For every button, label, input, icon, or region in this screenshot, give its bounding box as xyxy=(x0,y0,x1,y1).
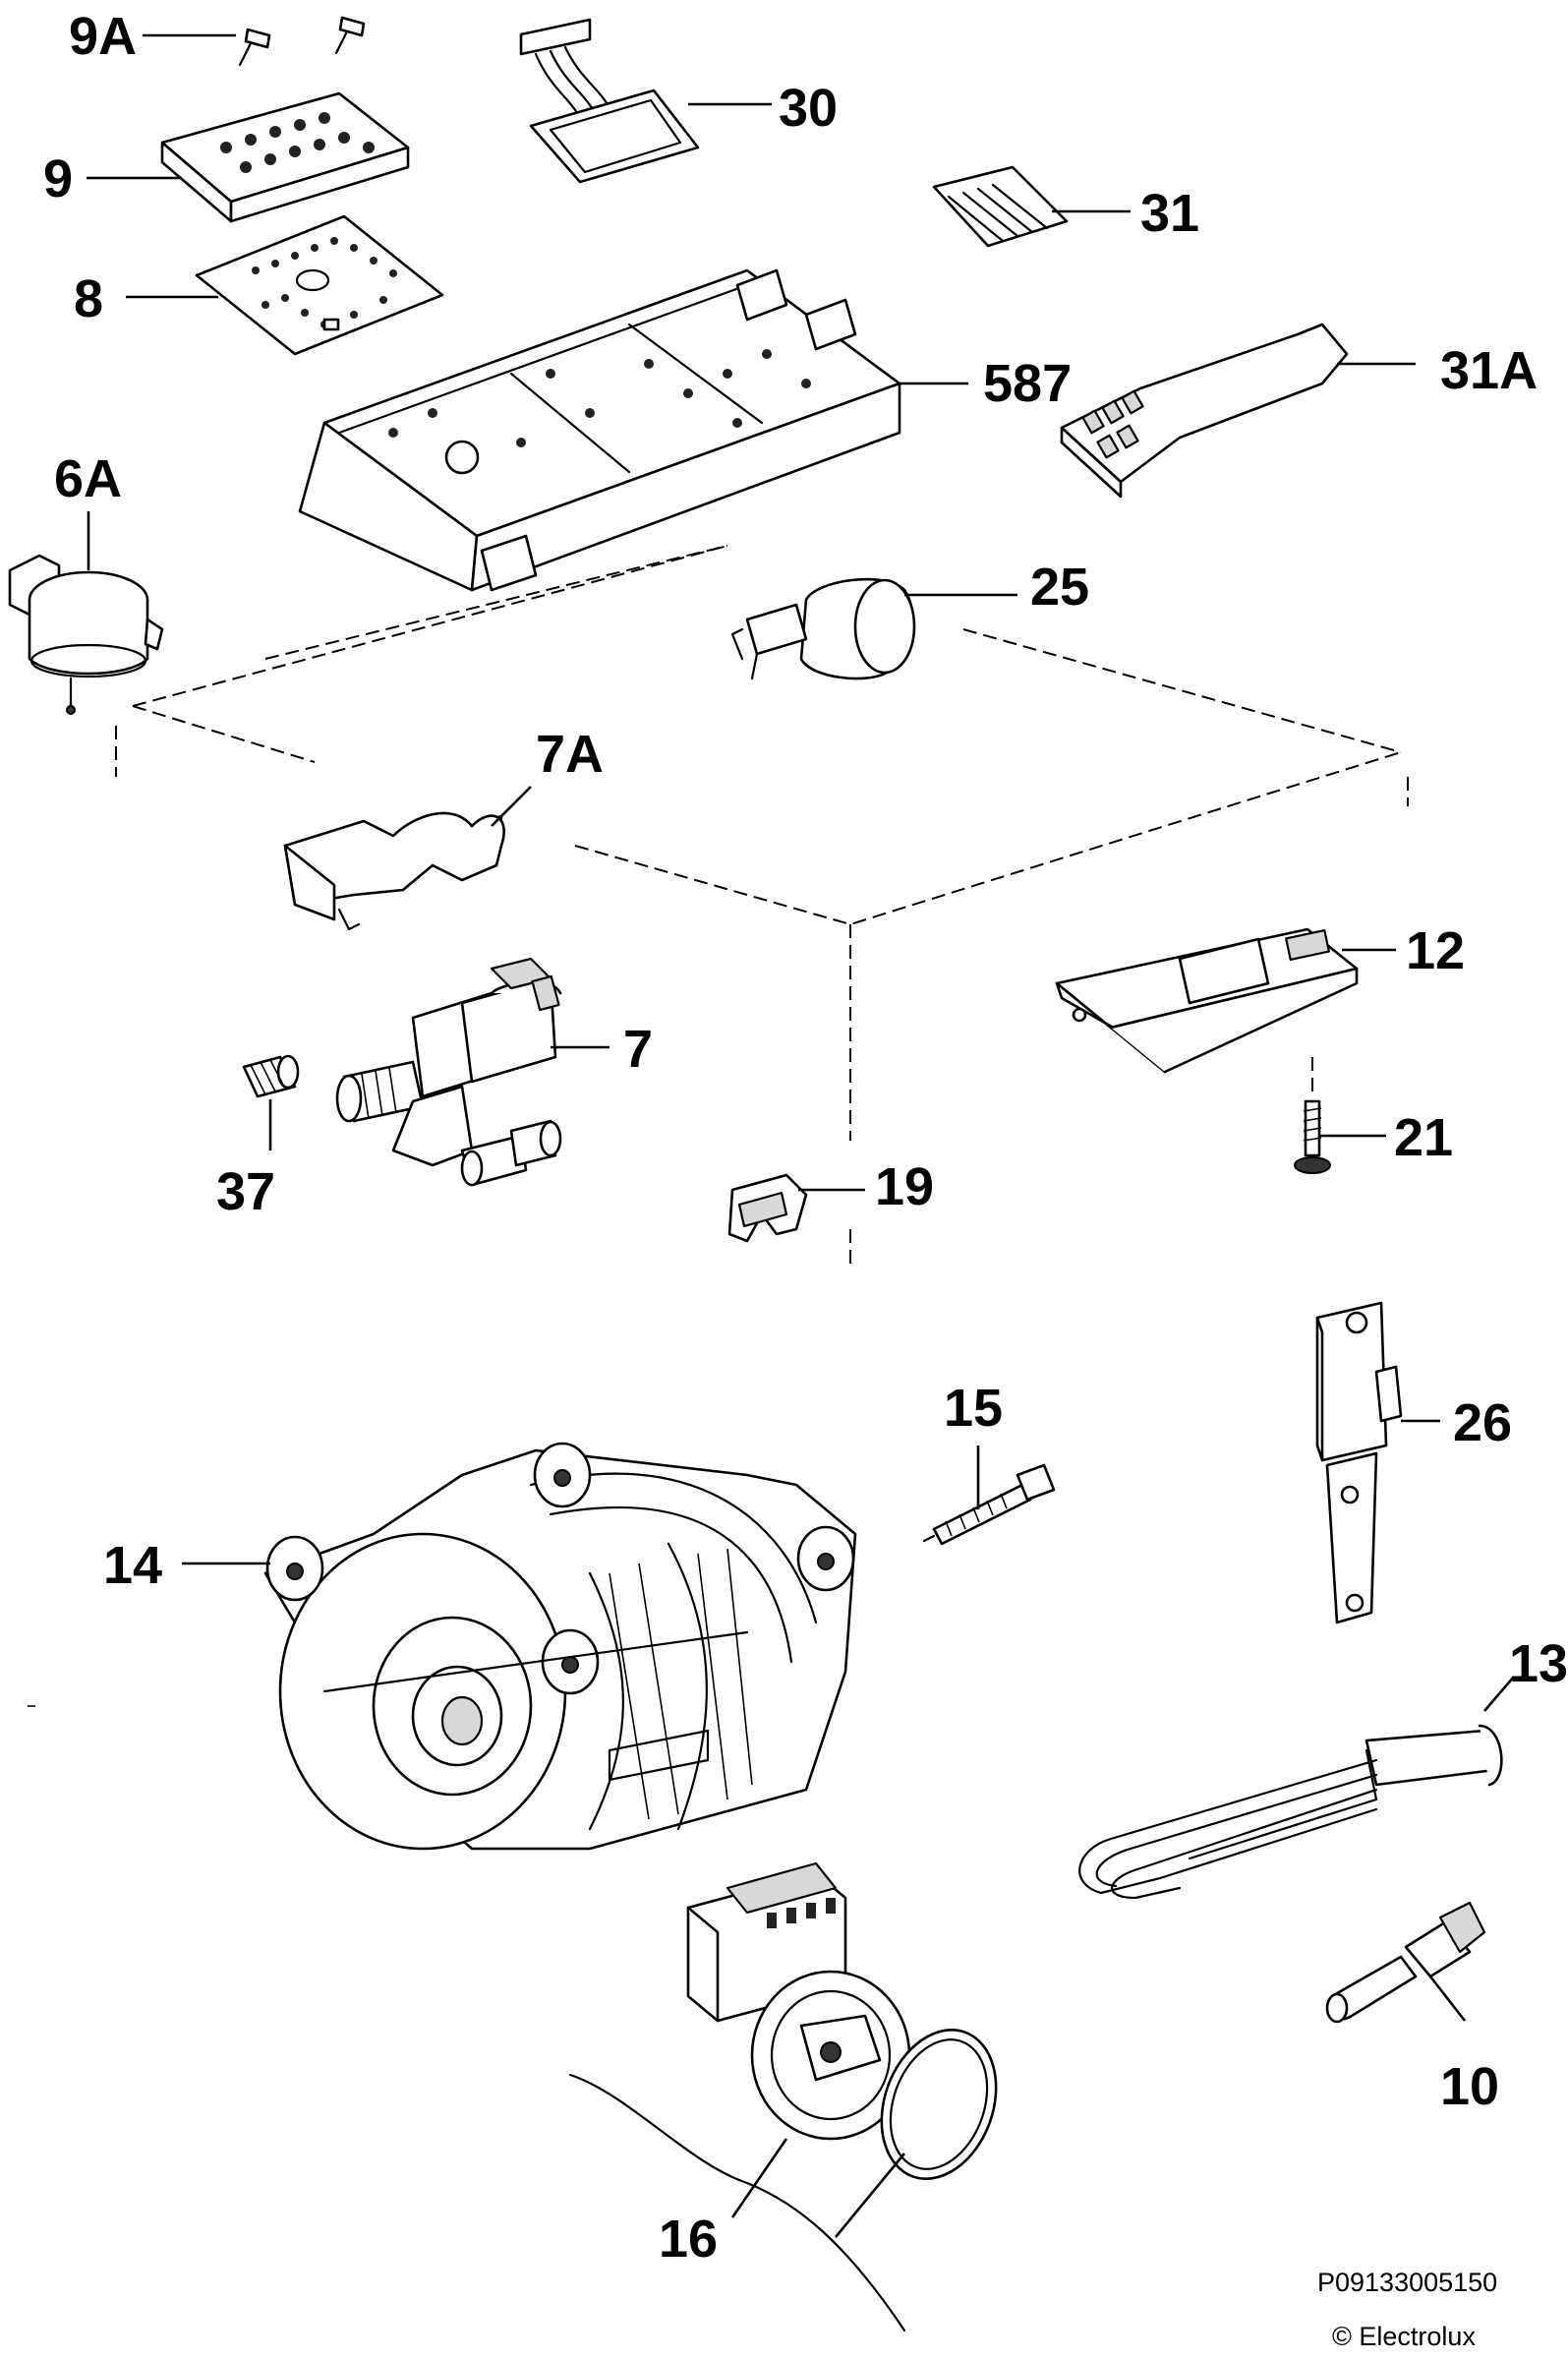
label-13: 13 xyxy=(1509,1634,1568,1693)
label-19: 19 xyxy=(875,1157,934,1216)
part-14-motor xyxy=(182,1442,857,1851)
part-16-drain-pump xyxy=(568,1861,998,2332)
label-9: 9 xyxy=(43,149,73,208)
label-7: 7 xyxy=(623,1020,653,1079)
part-37-filter xyxy=(242,1054,300,1098)
part-7-inlet-valve xyxy=(335,957,610,1187)
cabinet-outline xyxy=(115,545,1409,1268)
part-labels: 9A 9 8 30 31 587 31A 6A 25 7A 12 7 37 21… xyxy=(43,7,1568,2351)
part-21-screw xyxy=(1294,1057,1331,1174)
label-587: 587 xyxy=(983,354,1072,413)
part-8-circuit-board xyxy=(195,214,444,356)
label-7a: 7A xyxy=(536,725,604,784)
label-15: 15 xyxy=(944,1379,1003,1438)
copyright-notice: © Electrolux xyxy=(1332,2322,1476,2351)
label-10: 10 xyxy=(1440,2057,1499,2116)
part-19-clip xyxy=(727,1173,808,1243)
label-37: 37 xyxy=(216,1162,275,1221)
label-14: 14 xyxy=(103,1536,162,1595)
part-587-control-housing xyxy=(298,268,901,592)
part-26-switch-bracket xyxy=(1315,1301,1440,1624)
part-9a-screws xyxy=(143,16,366,67)
label-16: 16 xyxy=(659,2210,718,2269)
part-13-heating-element xyxy=(1078,1676,1515,1900)
part-10-temperature-sensor xyxy=(1325,1901,1486,2024)
label-6a: 6A xyxy=(54,449,122,508)
part-15-screw xyxy=(922,1463,1056,1546)
label-30: 30 xyxy=(779,79,838,138)
label-8: 8 xyxy=(74,269,103,328)
label-21: 21 xyxy=(1394,1108,1453,1167)
label-9a: 9A xyxy=(69,7,137,66)
part-25-capacitor xyxy=(730,577,916,680)
part-12-door-interlock xyxy=(1055,927,1396,1074)
label-31: 31 xyxy=(1140,184,1199,243)
part-31-connector xyxy=(932,165,1069,248)
part-31a-selector-housing xyxy=(1060,323,1349,499)
reference-code: P09133005150 xyxy=(1317,2268,1497,2297)
label-12: 12 xyxy=(1406,921,1465,980)
label-25: 25 xyxy=(1030,558,1089,617)
part-9-button-holder xyxy=(160,91,410,223)
leader-lines xyxy=(87,102,1416,1509)
part-7a-cover xyxy=(283,811,505,931)
label-31a: 31A xyxy=(1440,341,1538,400)
part-6a-pressure-switch xyxy=(8,554,164,715)
label-26: 26 xyxy=(1453,1393,1512,1452)
part-30-ribbon-cable xyxy=(519,18,700,184)
